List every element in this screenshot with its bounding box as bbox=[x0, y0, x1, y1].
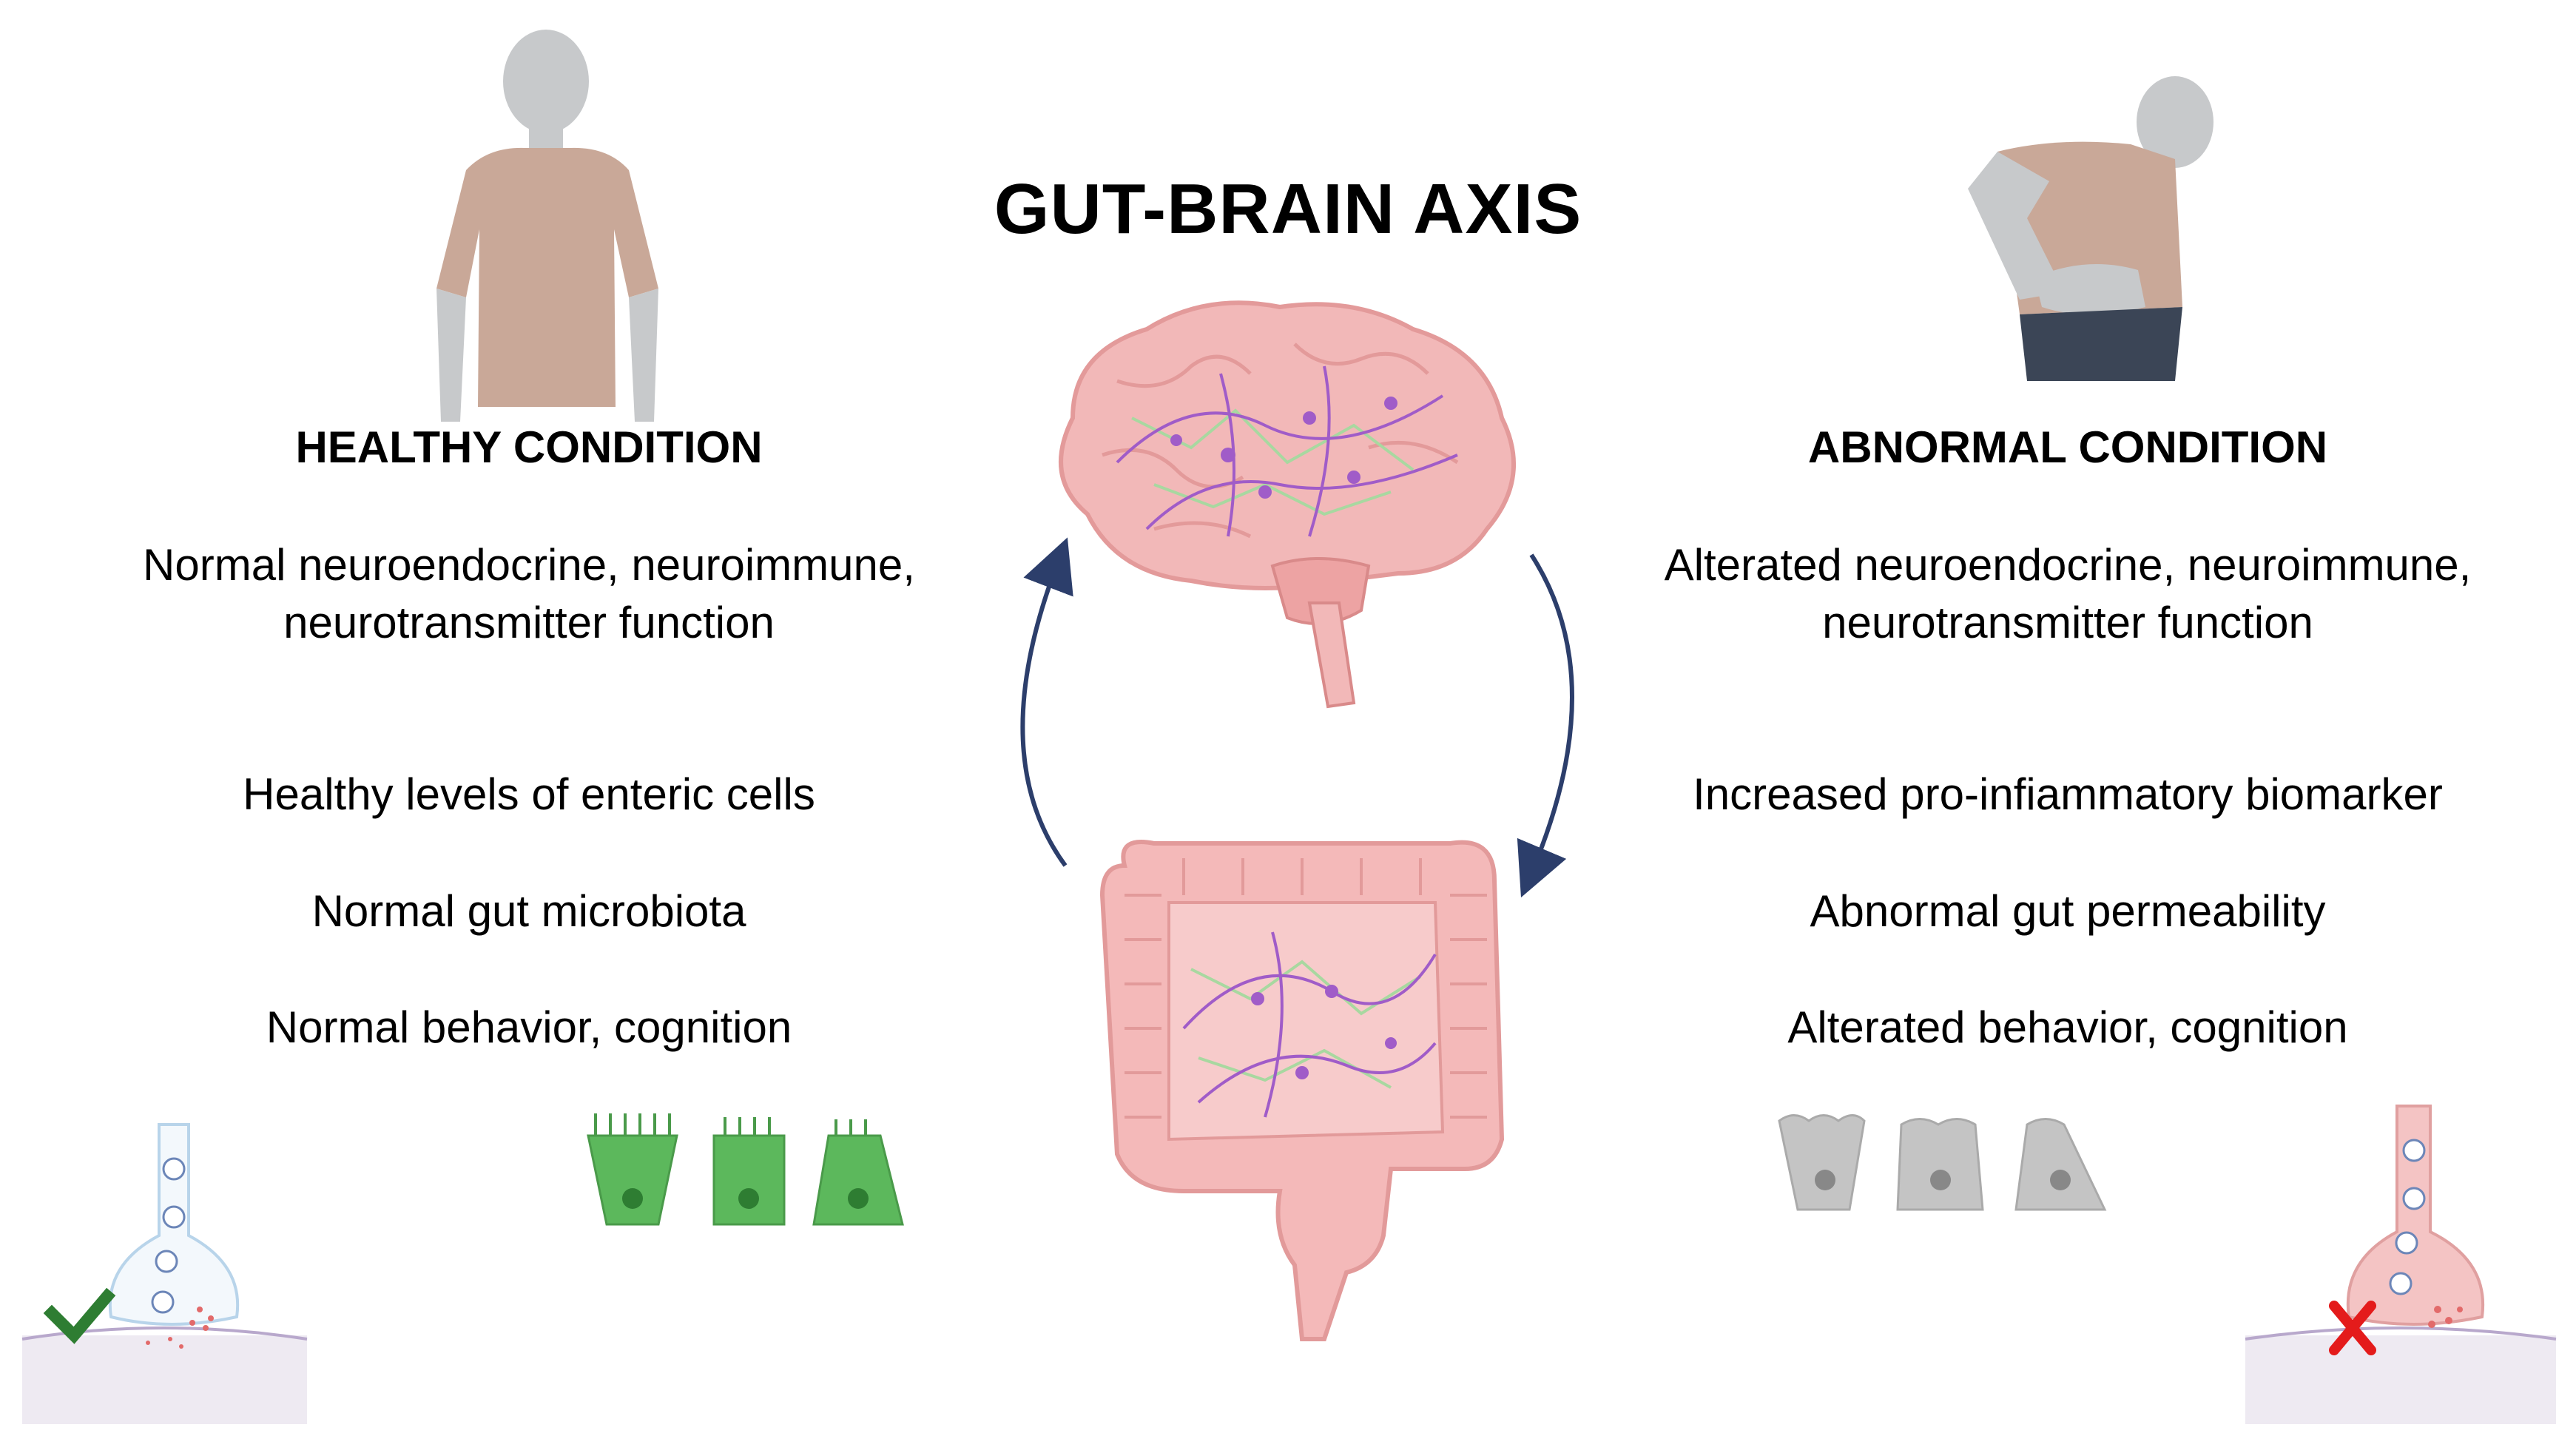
abnormal-enterocyte-icons bbox=[1778, 1114, 2107, 1211]
abnormal-item-behavior: Alterated behavior, cognition bbox=[1787, 1002, 2348, 1052]
healthy-heading: HEALTHY CONDITION bbox=[295, 422, 763, 472]
enterocyte-icon bbox=[587, 1134, 904, 1226]
abnormal-item-permeability: Abnormal gut permeability bbox=[1810, 886, 2326, 936]
healthy-item-function: Normal neuroendocrine, neuroimmune, neur… bbox=[143, 540, 915, 647]
abnormal-item-biomarker: Increased pro-infiammatory biomarker bbox=[1693, 769, 2443, 819]
brain-icon bbox=[1059, 300, 1516, 709]
cross-icon bbox=[2329, 1301, 2376, 1355]
figure-title: GUT-BRAIN AXIS bbox=[994, 169, 1582, 249]
intestine-icon bbox=[1099, 840, 1505, 1341]
gut-to-brain-arrow bbox=[1020, 537, 1073, 867]
healthy-item-microbiota: Normal gut microbiota bbox=[311, 886, 746, 936]
abnormal-item-function: Alterated neuroendocrine, neuroimmune, n… bbox=[1664, 540, 2472, 647]
brain-to-gut-arrow bbox=[1517, 553, 1574, 898]
cycle-arrows bbox=[1020, 537, 1574, 898]
abnormal-person-icon bbox=[1968, 76, 2213, 381]
healthy-person-icon bbox=[436, 30, 658, 422]
healthy-synapse-icon bbox=[21, 1123, 308, 1424]
abnormal-synapse-icon bbox=[2245, 1105, 2557, 1424]
healthy-item-behavior: Normal behavior, cognition bbox=[266, 1002, 792, 1052]
healthy-item-enteric: Healthy levels of enteric cells bbox=[243, 769, 815, 819]
check-icon bbox=[43, 1287, 116, 1344]
healthy-enterocyte-icons bbox=[587, 1113, 904, 1226]
abnormal-heading: ABNORMAL CONDITION bbox=[1807, 422, 2328, 472]
